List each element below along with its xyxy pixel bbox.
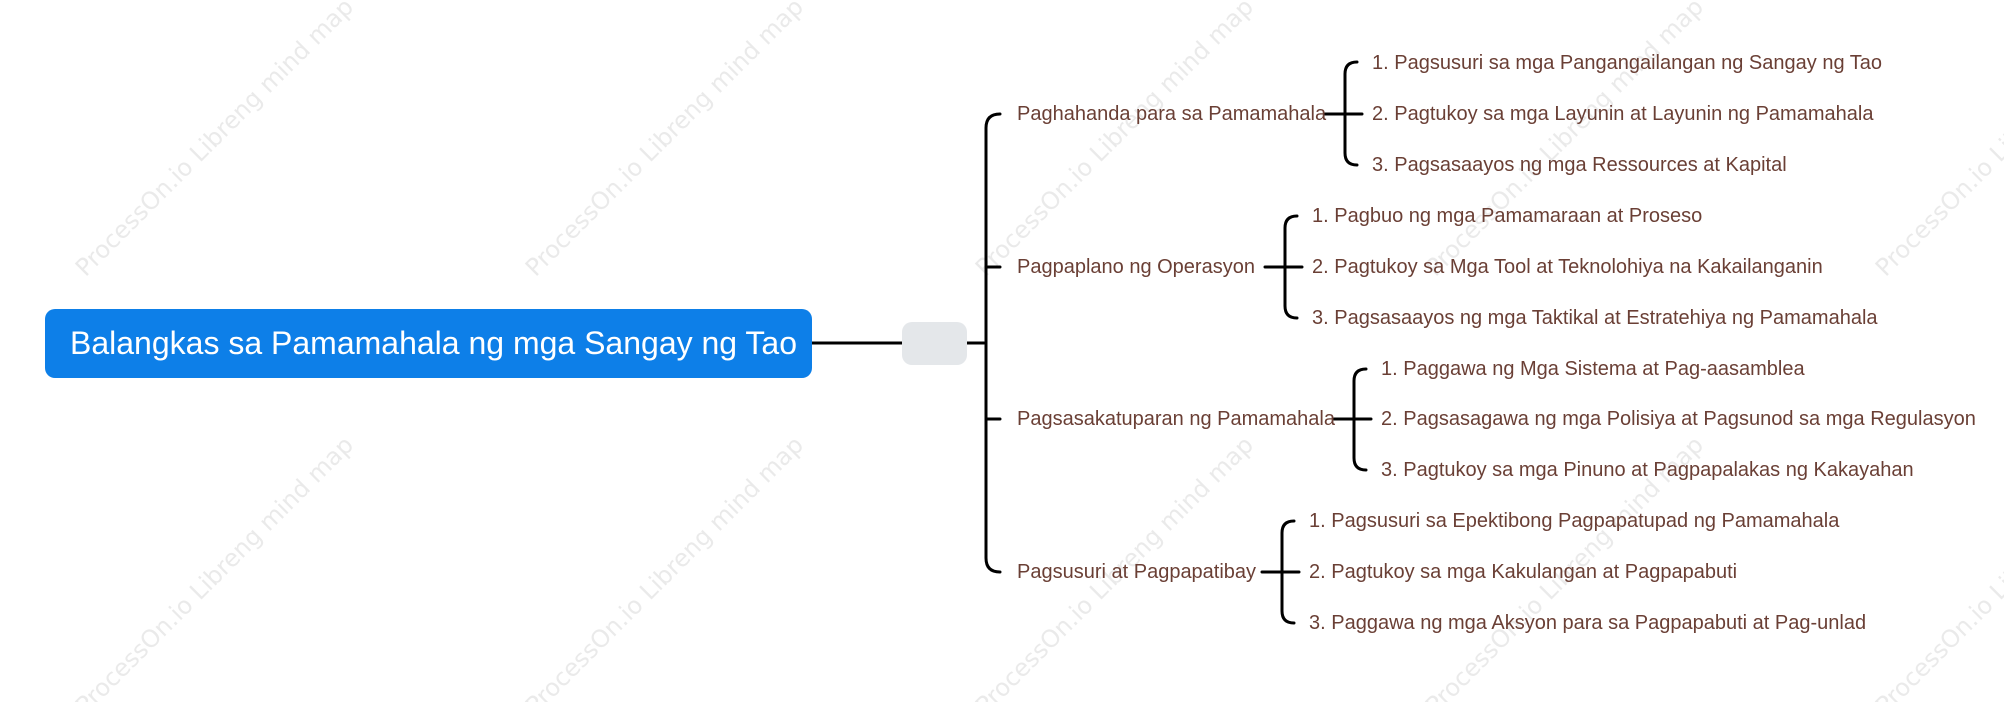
branch-2-child-2[interactable]: 2. Pagtukoy sa Mga Tool at Teknolohiya n… <box>1312 256 1823 278</box>
branch-1-child-3[interactable]: 3. Pagsasaayos ng mga Ressources at Kapi… <box>1372 154 1787 176</box>
branch-4-child-1[interactable]: 1. Pagsusuri sa Epektibong Pagpapatupad … <box>1309 510 1840 532</box>
branch-1-label[interactable]: Paghahanda para sa Pamamahala <box>1017 103 1327 125</box>
branch-2-bracket <box>1283 214 1299 320</box>
branch-3-child-2[interactable]: 2. Pagsasagawa ng mga Polisiya at Pagsun… <box>1381 408 1976 430</box>
branch-4-child-2[interactable]: 2. Pagtukoy sa mga Kakulangan at Pagpapa… <box>1309 561 1738 583</box>
branch-1-child-1[interactable]: 1. Pagsusuri sa mga Pangangailangan ng S… <box>1372 52 1883 74</box>
branch-3-bracket <box>1352 367 1368 472</box>
branch-3-child-1[interactable]: 1. Paggawa ng Mga Sistema at Pag-aasambl… <box>1381 358 1805 380</box>
branch-2-label[interactable]: Pagpaplano ng Operasyon <box>1017 256 1255 278</box>
branch-3-label[interactable]: Pagsasakatuparan ng Pamamahala <box>1017 408 1335 430</box>
branch-1-child-2[interactable]: 2. Pagtukoy sa mga Layunin at Layunin ng… <box>1372 103 1874 125</box>
branch-2-child-3[interactable]: 3. Pagsasaayos ng mga Taktikal at Estrat… <box>1312 307 1878 329</box>
branch-4-child-3[interactable]: 3. Paggawa ng mga Aksyon para sa Pagpapa… <box>1309 612 1867 634</box>
hub-node[interactable] <box>902 322 967 365</box>
branch-4-label[interactable]: Pagsusuri at Pagpapatibay <box>1017 561 1257 583</box>
branch-1-bracket <box>1343 60 1359 167</box>
branch-3-child-3[interactable]: 3. Pagtukoy sa mga Pinuno at Pagpapalaka… <box>1381 459 1914 481</box>
branch-spine <box>984 112 1002 574</box>
root-topic[interactable]: Balangkas sa Pamamahala ng mga Sangay ng… <box>45 309 812 378</box>
branch-4-bracket <box>1280 519 1296 625</box>
branch-2-child-1[interactable]: 1. Pagbuo ng mga Pamamaraan at Proseso <box>1312 205 1703 227</box>
